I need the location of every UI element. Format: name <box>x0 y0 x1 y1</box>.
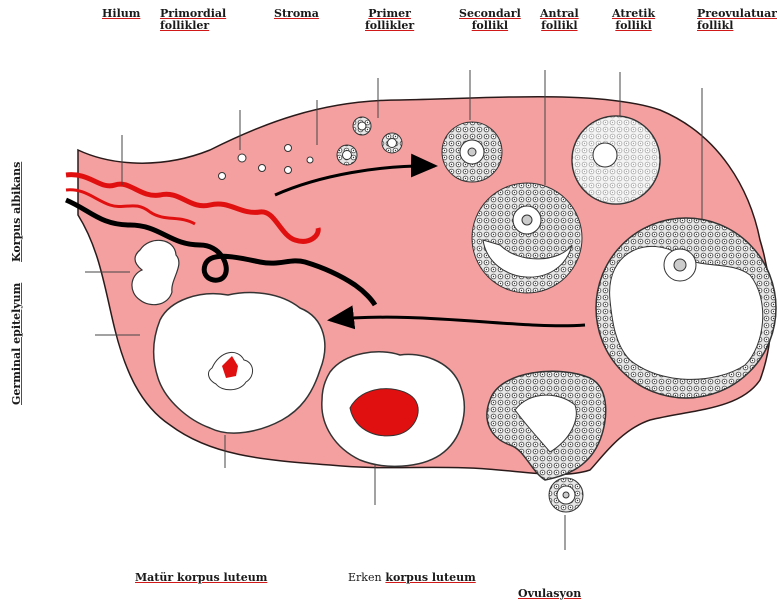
label-antral-follicle: Antral follikl <box>540 8 579 32</box>
label-atretic-follicle: Atretik follikl <box>612 8 655 32</box>
label-germinal-epithelium: Germinal epitelyum <box>10 283 23 405</box>
label-corpus-albicans: Korpus albikans <box>10 162 23 262</box>
label-hilum: Hilum <box>102 8 140 20</box>
label-primary-line2: follikler <box>365 20 414 32</box>
atretic-follicle <box>572 116 660 204</box>
label-primordial-line2: follikler <box>160 20 226 32</box>
label-preovulatory-line2: follikl <box>697 20 777 32</box>
label-early-corpus-luteum: Erken korpus luteum <box>348 572 476 584</box>
label-secondary-follicle: Secondarl follikl <box>459 8 521 32</box>
label-secondary-line2: follikl <box>459 20 521 32</box>
label-primordial-follicles: Primordial follikler <box>160 8 226 32</box>
label-ovulation: Ovulasyon <box>518 588 581 600</box>
secondary-follicle <box>442 122 502 182</box>
label-early-prefix: Erken <box>348 571 382 584</box>
label-early-suffix: korpus luteum <box>385 571 475 584</box>
label-preovulatory-follicle: Preovulatuar follikl <box>697 8 777 32</box>
label-atretic-line2: follikl <box>612 20 655 32</box>
label-primary-follicles: Primer follikler <box>365 8 414 32</box>
label-mature-corpus-luteum: Matür korpus luteum <box>135 572 267 584</box>
early-corpus-luteum <box>322 352 464 467</box>
ovulated-oocyte <box>549 478 583 512</box>
label-antral-line2: follikl <box>540 20 579 32</box>
preovulatory-follicle <box>596 218 776 398</box>
antral-follicle <box>472 183 582 293</box>
label-stroma: Stroma <box>274 8 319 20</box>
